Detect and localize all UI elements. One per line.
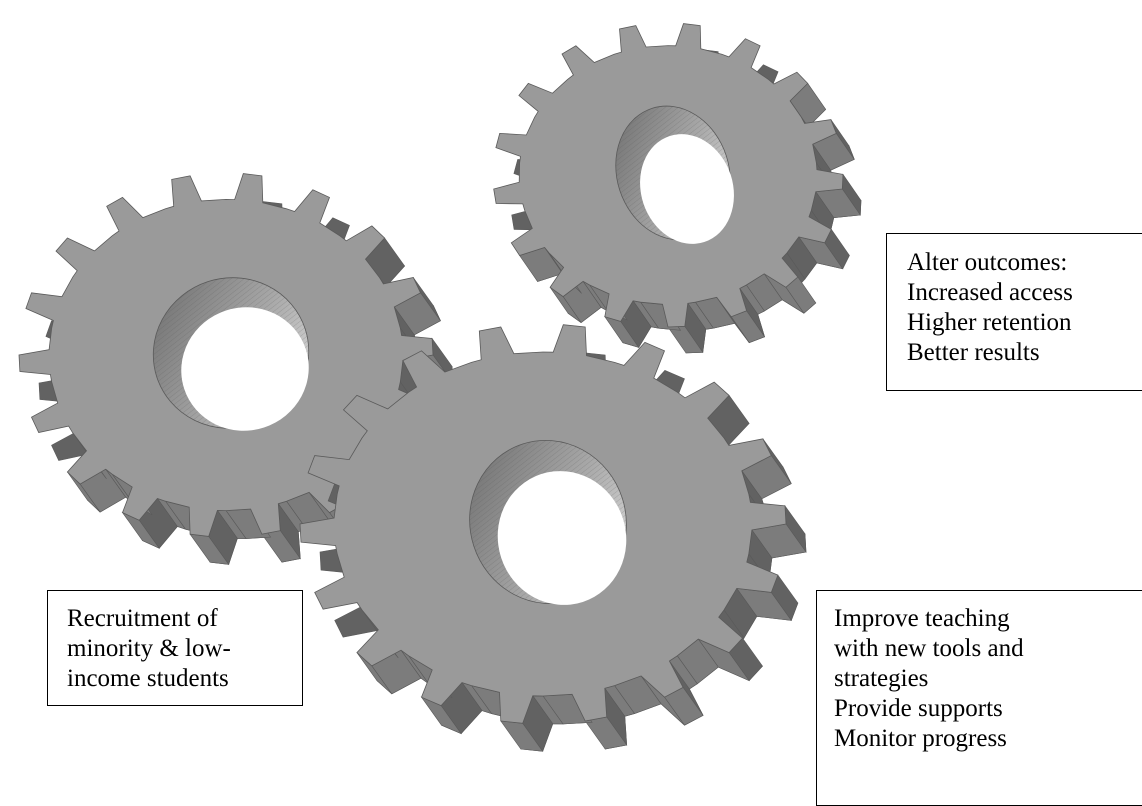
outcome-higher-retention: Higher retention <box>907 309 1072 336</box>
teaching-line-2: with new tools and <box>834 635 1024 662</box>
teaching-line-3: strategies <box>834 665 929 692</box>
recruitment-line-3: income students <box>67 665 229 692</box>
recruitment-line-2: minority & low- <box>67 635 231 662</box>
outcome-better-results: Better results <box>907 339 1040 366</box>
gear-hole-opening <box>640 134 734 244</box>
teaching-text-box: Improve teaching with new tools and stra… <box>816 590 1142 806</box>
recruitment-text-box: Recruitment of minority & low- income st… <box>47 590 303 706</box>
gear-bottom-center <box>299 324 807 752</box>
outcomes-heading: Alter outcomes: <box>907 249 1068 276</box>
outcome-increased-access: Increased access <box>907 279 1073 306</box>
teaching-line-5: Monitor progress <box>834 725 1007 752</box>
recruitment-line-1: Recruitment of <box>67 605 218 632</box>
outcomes-text-box: Alter outcomes: Increased access Higher … <box>886 233 1142 391</box>
teaching-line-1: Improve teaching <box>834 605 1010 632</box>
gear-hole-opening <box>181 307 309 431</box>
gear-hole-opening <box>497 471 627 605</box>
gear-top-right <box>493 23 862 354</box>
teaching-line-4: Provide supports <box>834 695 1003 722</box>
